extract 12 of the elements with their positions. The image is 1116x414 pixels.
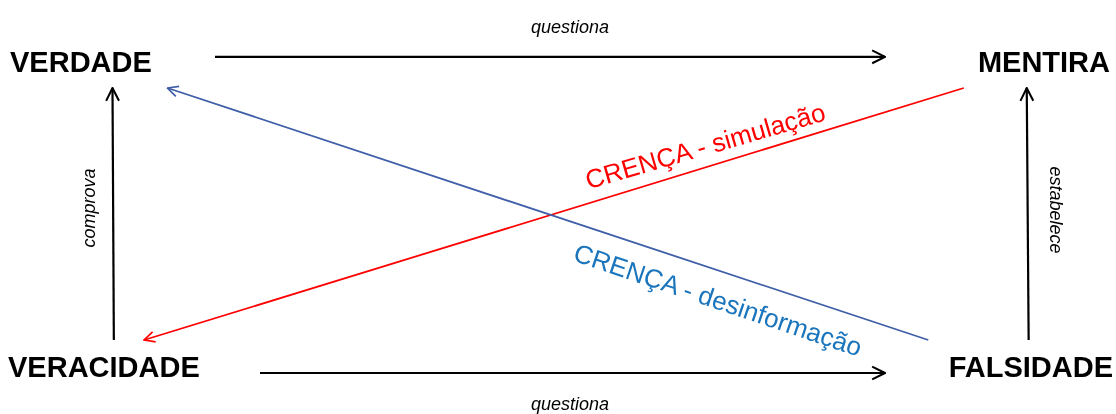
arrow	[215, 49, 887, 65]
concept-label: MENTIRA	[977, 45, 1110, 79]
edge-label: comprova	[79, 168, 97, 248]
concept-label: VERDADE	[10, 45, 152, 79]
edge-label: estabelece	[1046, 166, 1065, 254]
edge-label: questiona	[531, 18, 610, 36]
arrow	[105, 86, 120, 340]
arrow	[1019, 86, 1035, 340]
concept-label: VERACIDADE	[8, 351, 200, 384]
edge-label: questiona	[531, 395, 610, 413]
concept-label: FALSIDADE	[948, 351, 1113, 384]
arrow	[260, 365, 887, 381]
